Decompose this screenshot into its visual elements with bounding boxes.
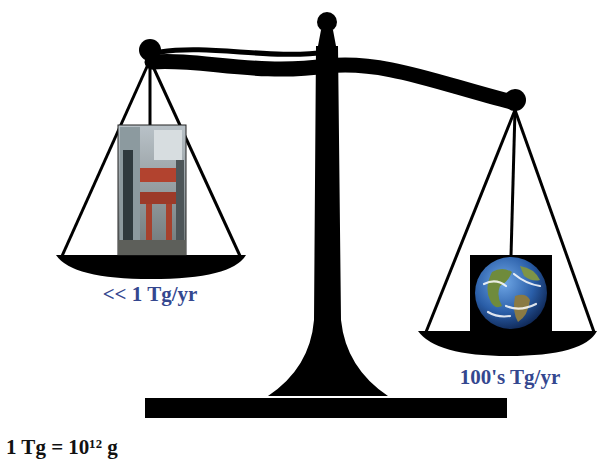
factory-photo — [118, 125, 186, 255]
unit-note: 1 Tg = 10¹² g — [6, 436, 118, 459]
earth-photo — [470, 255, 552, 332]
beam-knob — [139, 39, 526, 111]
rate-label: 100's Tg/yr — [460, 366, 561, 389]
right-pan — [418, 110, 597, 356]
left-pan — [56, 60, 246, 279]
scale-beam — [152, 50, 512, 102]
rate-label: << 1 Tg/yr — [103, 283, 198, 306]
